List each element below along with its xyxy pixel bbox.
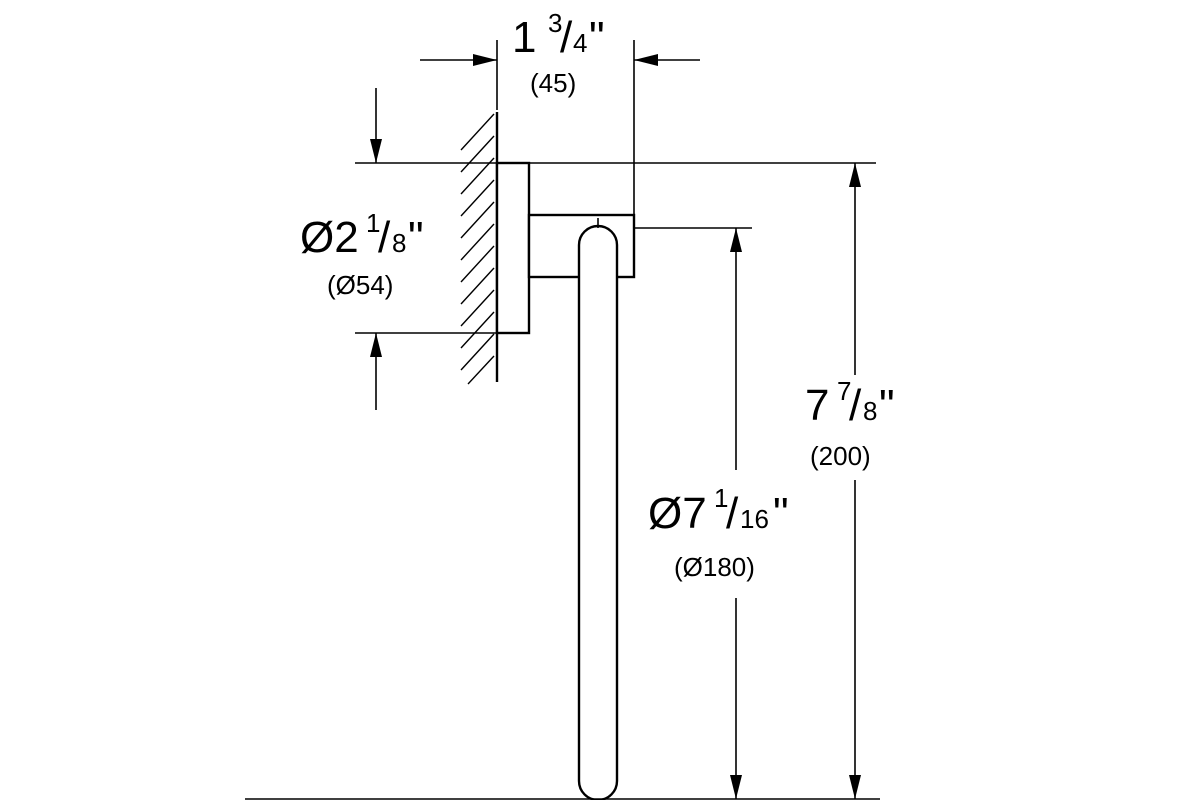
height-label-whole: 7 xyxy=(805,381,829,430)
ring-label-numerator: 1 xyxy=(714,483,728,513)
depth-label-denominator: 4 xyxy=(573,28,587,58)
depth-label-metric: (45) xyxy=(530,68,576,98)
rosette-label-denominator: 8 xyxy=(392,228,406,258)
ring-label-metric: (Ø180) xyxy=(674,552,755,582)
rosette-label-inch: " xyxy=(408,213,424,262)
rosette-label-metric: (Ø54) xyxy=(327,270,393,300)
total-height-dimension: 7 7 / 8 " (200) xyxy=(529,162,895,799)
rosette-label-numerator: 1 xyxy=(366,208,380,238)
height-label-inch: " xyxy=(879,381,895,430)
height-label-numerator: 7 xyxy=(837,376,851,406)
ring-label-whole: Ø7 xyxy=(648,489,707,538)
ring-label-denominator: 16 xyxy=(740,504,769,534)
wall xyxy=(460,112,499,385)
depth-label-numerator: 3 xyxy=(548,8,562,38)
rosette-diameter-dimension: Ø2 1 / 8 " (Ø54) xyxy=(300,88,497,410)
ring-diameter-dimension: Ø7 1 / 16 " (Ø180) xyxy=(634,227,789,799)
depth-label-slash: / xyxy=(560,13,573,62)
depth-label-whole: 1 xyxy=(512,13,536,62)
rosette-label-slash: / xyxy=(378,213,391,262)
wall-rosette xyxy=(495,161,531,335)
ring-bar xyxy=(577,224,619,800)
height-label-denominator: 8 xyxy=(863,396,877,426)
wall-hatching xyxy=(460,113,495,385)
height-label-metric: (200) xyxy=(810,441,871,471)
ring-label-inch: " xyxy=(773,489,789,538)
depth-label-inch: " xyxy=(589,13,605,62)
rosette-label-whole: Ø2 xyxy=(300,213,359,262)
depth-dimension: 1 3 / 4 " (45) xyxy=(420,8,700,228)
height-label-slash: / xyxy=(849,381,862,430)
towel-ring xyxy=(495,161,636,800)
ring-label-slash: / xyxy=(726,489,739,538)
